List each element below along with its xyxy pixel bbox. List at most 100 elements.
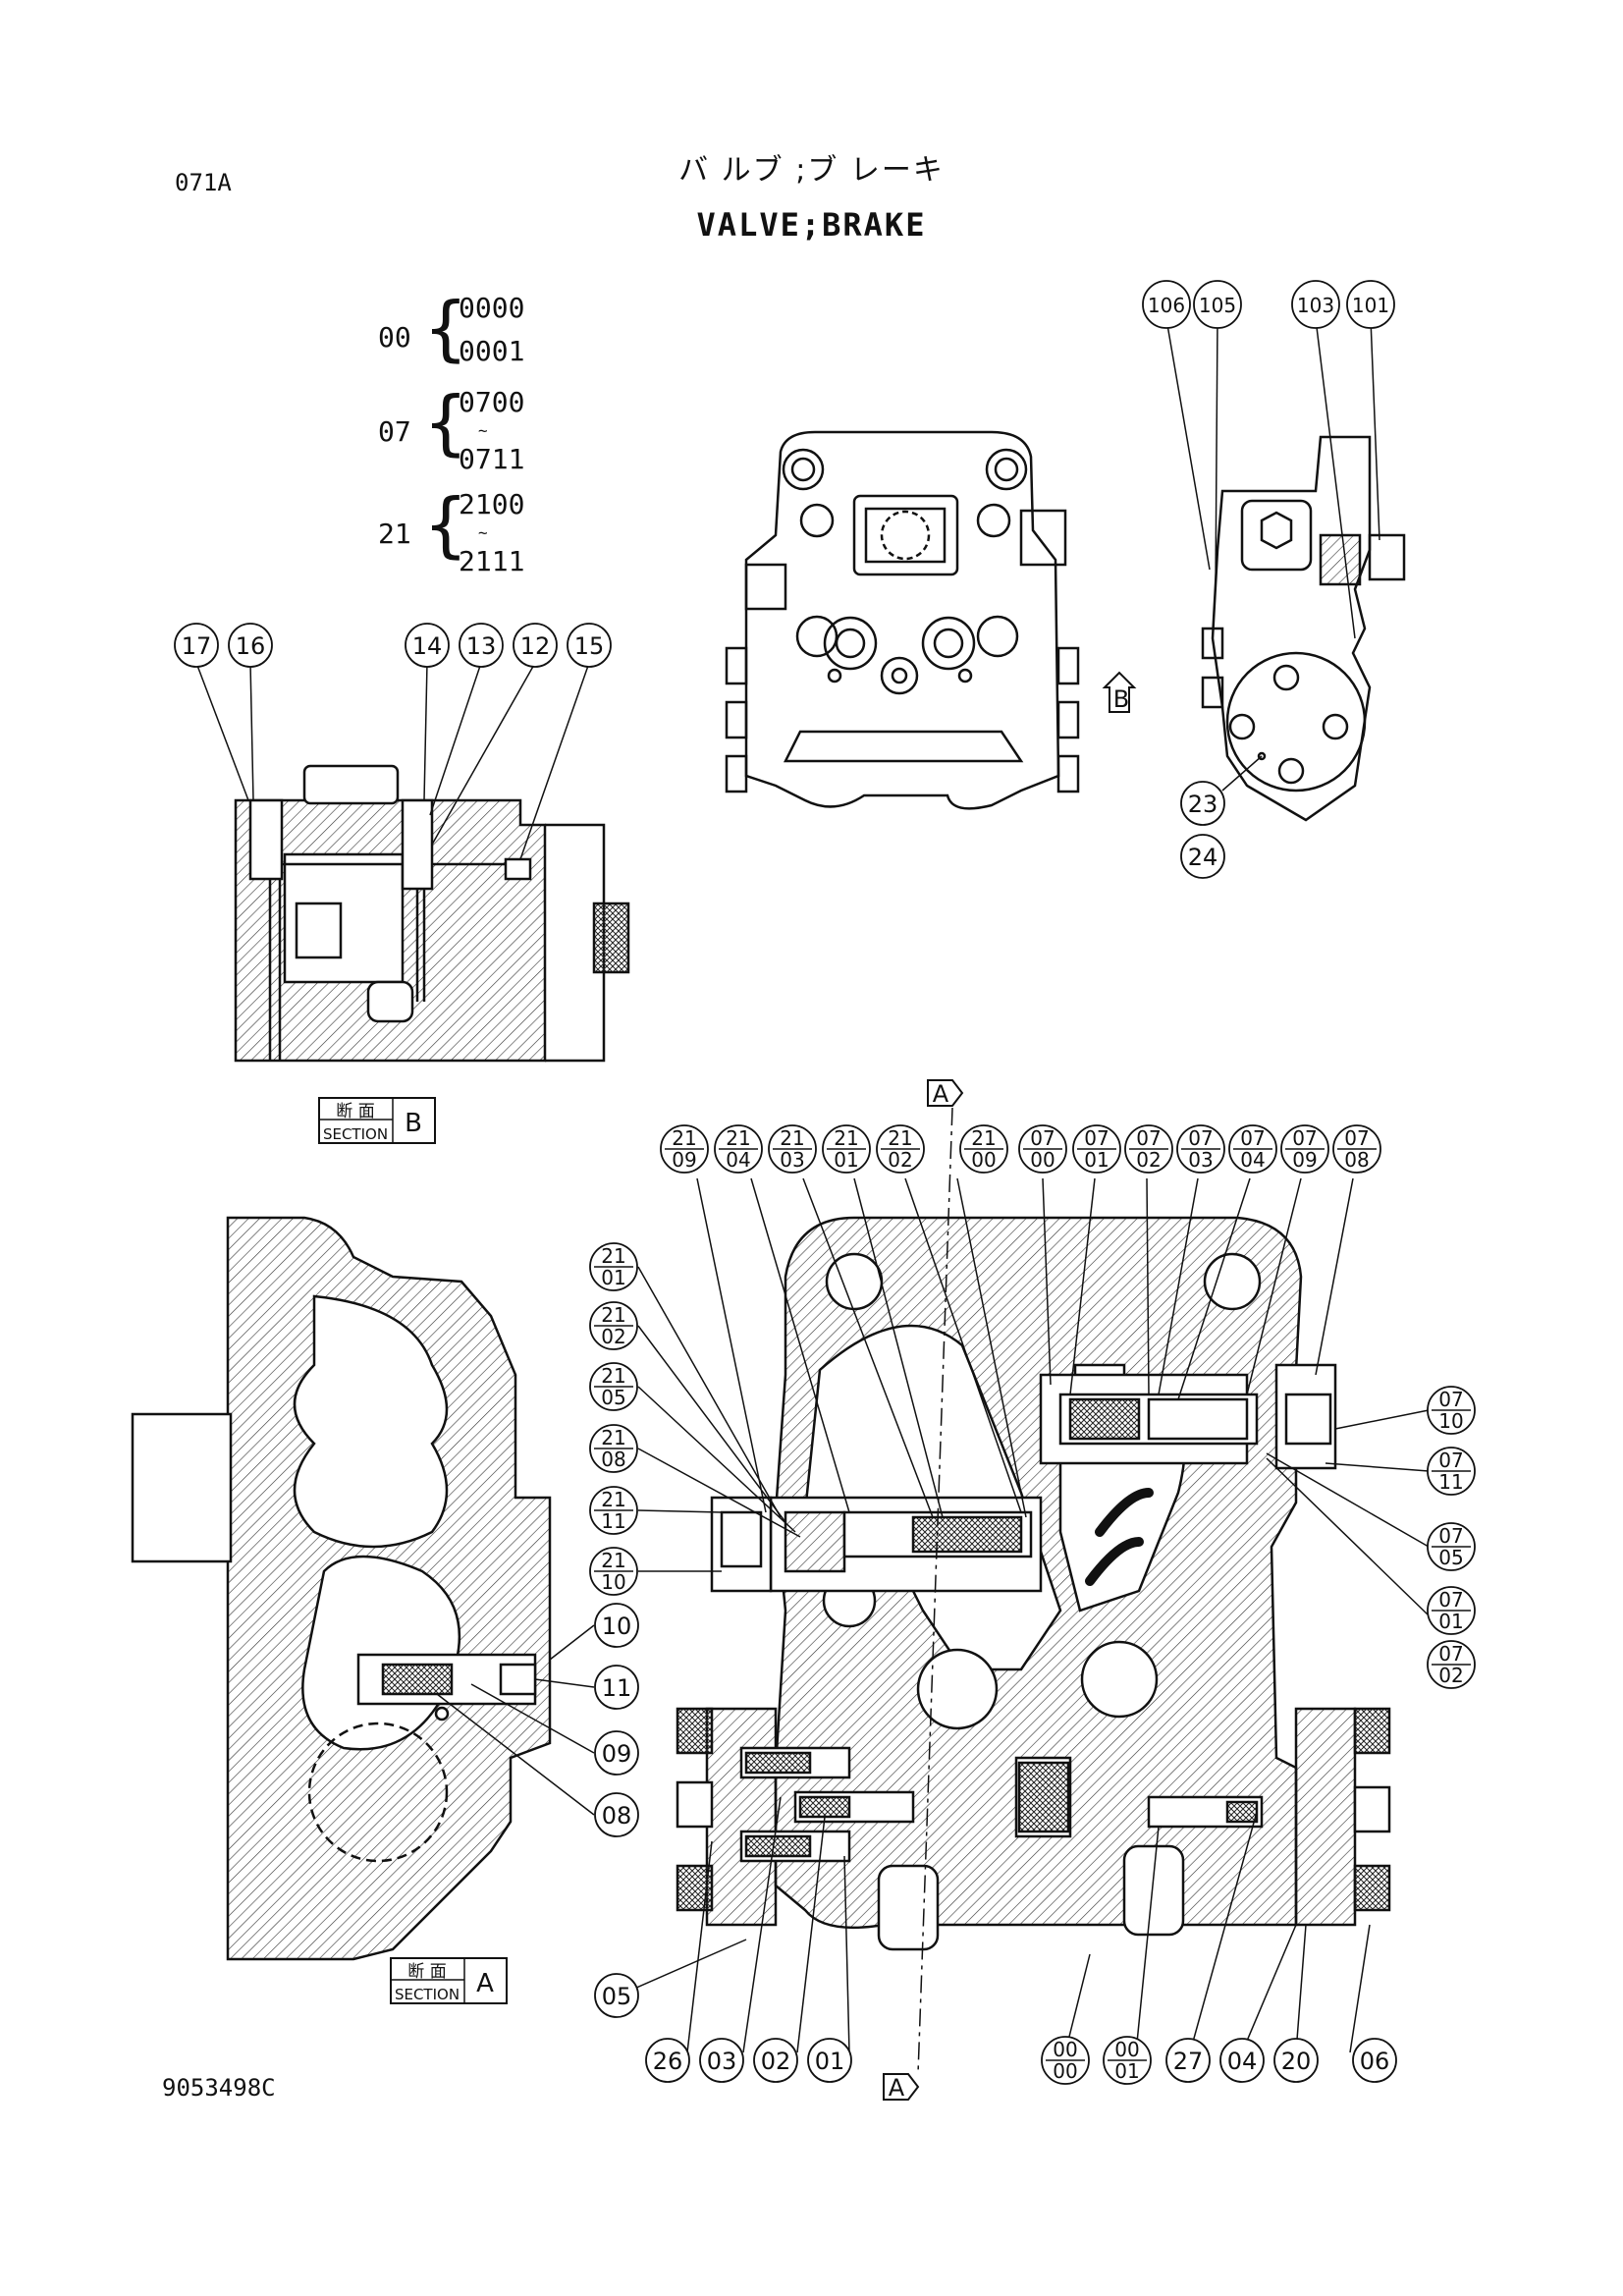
callout-20: 20 [1273, 2038, 1319, 2083]
svg-text:101: 101 [1352, 294, 1389, 317]
view-arrow-a-top-label: A [933, 1080, 949, 1108]
section-b-letter: B [405, 1109, 422, 1138]
svg-text:12: 12 [520, 632, 551, 660]
callout-03: 03 [699, 2038, 744, 2083]
svg-text:10: 10 [602, 1613, 632, 1640]
svg-text:21: 21 [834, 1126, 858, 1150]
svg-text:00: 00 [1053, 2059, 1077, 2083]
svg-text:103: 103 [1297, 294, 1334, 317]
callout-101: 101 [1346, 280, 1395, 329]
svg-text:05: 05 [602, 1983, 632, 2010]
document-number: 9053498C [162, 2074, 276, 2102]
svg-text:02: 02 [888, 1148, 912, 1172]
svg-text:07: 07 [1438, 1524, 1463, 1548]
svg-text:03: 03 [1188, 1148, 1213, 1172]
svg-text:07: 07 [1188, 1126, 1213, 1150]
callout-105: 105 [1193, 280, 1242, 329]
svg-text:03: 03 [780, 1148, 804, 1172]
variant-prefix: 07 [378, 415, 411, 448]
svg-text:09: 09 [672, 1148, 696, 1172]
svg-text:07: 07 [1344, 1126, 1369, 1150]
svg-text:21: 21 [601, 1303, 625, 1327]
svg-text:07: 07 [1136, 1126, 1161, 1150]
section-b-en: SECTION [323, 1125, 388, 1143]
variant-last: 0711 [459, 443, 525, 475]
svg-text:07: 07 [1438, 1449, 1463, 1472]
callout-07-00: 0700 [1018, 1124, 1067, 1174]
svg-text:01: 01 [815, 2048, 845, 2075]
callout-27: 27 [1165, 2038, 1211, 2083]
section-b-jp: 断 面 [336, 1102, 374, 1121]
svg-text:09: 09 [602, 1740, 632, 1768]
svg-text:11: 11 [601, 1509, 625, 1533]
svg-text:27: 27 [1173, 2048, 1204, 2075]
callout-01: 01 [807, 2038, 852, 2083]
svg-text:20: 20 [1281, 2048, 1312, 2075]
callout-12: 12 [513, 623, 558, 668]
section-a-letter: A [476, 1969, 494, 1998]
svg-text:21: 21 [726, 1126, 750, 1150]
side-view [1201, 435, 1406, 822]
variant-range-tilde: ~ [478, 421, 488, 440]
svg-text:04: 04 [726, 1148, 750, 1172]
svg-text:21: 21 [601, 1549, 625, 1572]
svg-text:106: 106 [1148, 294, 1185, 317]
svg-text:04: 04 [1240, 1148, 1265, 1172]
svg-text:03: 03 [707, 2048, 737, 2075]
callout-10: 10 [594, 1603, 639, 1648]
callout-15: 15 [567, 623, 612, 668]
callout-00-00: 0000 [1041, 2036, 1090, 2085]
variant-last: 2111 [459, 545, 525, 577]
view-arrow-a-bottom: A [883, 2073, 920, 2102]
svg-text:11: 11 [1438, 1470, 1463, 1494]
svg-text:01: 01 [834, 1148, 858, 1172]
svg-text:07: 07 [1240, 1126, 1265, 1150]
main-section-view [676, 1216, 1391, 1951]
callout-09: 09 [594, 1730, 639, 1776]
title-japanese: バ ルブ ;ブ レーキ [678, 153, 945, 188]
section-a-label: 断 面 SECTION A [390, 1957, 508, 2004]
view-arrow-b-label: B [1113, 685, 1129, 713]
svg-text:16: 16 [236, 632, 266, 660]
callout-14: 14 [405, 623, 450, 668]
page-code: 071A [175, 169, 232, 196]
callout-05: 05 [594, 1973, 639, 2018]
svg-text:04: 04 [1227, 2048, 1258, 2075]
svg-text:05: 05 [1438, 1546, 1463, 1569]
variant-prefix: 00 [378, 321, 411, 354]
callout-106: 106 [1142, 280, 1191, 329]
svg-text:00: 00 [1053, 2038, 1077, 2061]
svg-text:08: 08 [1344, 1148, 1369, 1172]
section-a-en: SECTION [395, 1986, 460, 2003]
brace-icon: { [423, 287, 468, 369]
section-a-jp: 断 面 [407, 1962, 446, 1982]
svg-text:24: 24 [1188, 844, 1218, 871]
svg-text:07: 07 [1438, 1642, 1463, 1666]
callout-08: 08 [594, 1792, 639, 1837]
callout-21-11: 2111 [589, 1486, 638, 1535]
callout-23: 23 [1180, 781, 1225, 826]
svg-text:21: 21 [672, 1126, 696, 1150]
callout-06: 06 [1352, 2038, 1397, 2083]
svg-text:07: 07 [1030, 1126, 1055, 1150]
svg-text:00: 00 [1030, 1148, 1055, 1172]
svg-text:105: 105 [1199, 294, 1236, 317]
svg-text:05: 05 [601, 1386, 625, 1409]
svg-text:21: 21 [601, 1244, 625, 1268]
leader-lines [195, 318, 1430, 2053]
svg-text:21: 21 [601, 1488, 625, 1511]
svg-text:15: 15 [574, 632, 605, 660]
